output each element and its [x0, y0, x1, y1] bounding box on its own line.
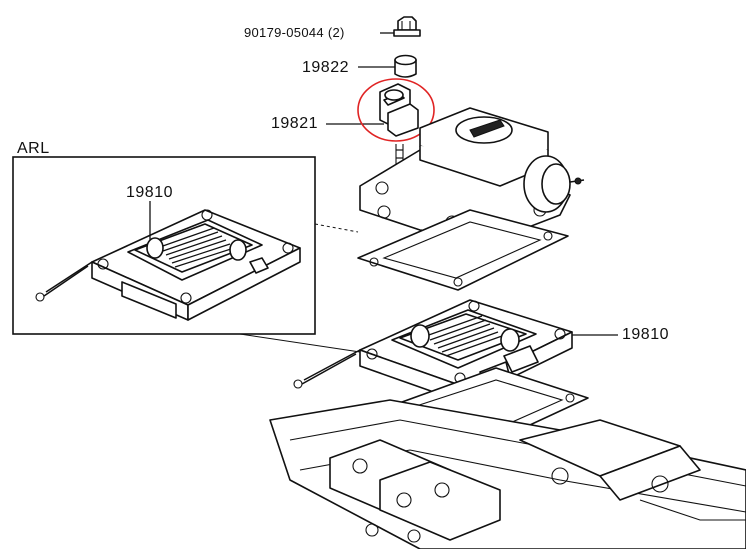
inset-label-arl: ARL: [17, 140, 50, 157]
part-number-bolt: 90179-05044 (2): [244, 25, 345, 40]
spacer-part: [394, 54, 417, 78]
arl-inset-frame: [12, 156, 316, 335]
inset-part-number: 19810: [126, 184, 173, 201]
inset-link-line-lower: [239, 333, 361, 353]
carburetor-housing: [359, 107, 585, 239]
sensor-part: [379, 83, 419, 137]
upper-gasket: [357, 209, 569, 291]
highlight-circle: [357, 78, 435, 142]
inset-ignition-coil: [35, 209, 301, 321]
main-ignition-coil: [293, 299, 573, 417]
inset-link-line: [314, 223, 359, 233]
part-number-spacer: 19822: [302, 59, 349, 76]
part-number-coil: 19810: [622, 326, 669, 343]
bolt-part: [393, 16, 421, 37]
part-number-sensor: 19821: [271, 115, 318, 132]
intake-manifold: [269, 399, 746, 550]
